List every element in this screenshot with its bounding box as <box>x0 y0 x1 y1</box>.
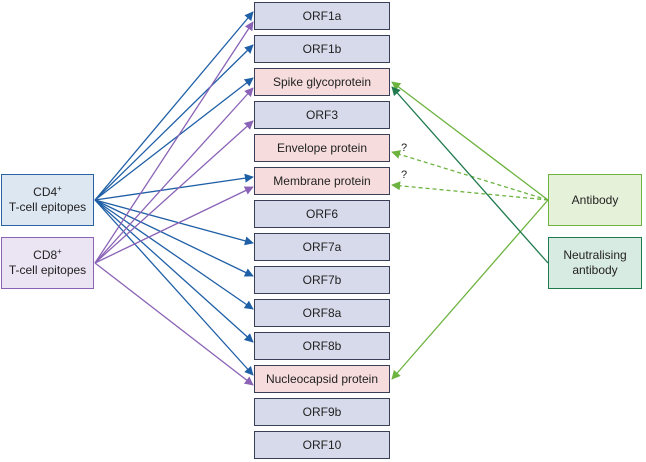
neutralising-antibody-box: Neutralising antibody <box>548 237 642 289</box>
arrow-cd8-to-membrane <box>94 186 254 264</box>
protein-membrane-label: Membrane protein <box>273 173 371 188</box>
protein-orf6-label: ORF6 <box>305 206 338 221</box>
protein-orf6: ORF6 <box>254 200 390 228</box>
protein-orf1b-label: ORF1b <box>302 41 342 56</box>
protein-orf7a-label: ORF7a <box>302 239 342 254</box>
protein-orf9b-label: ORF9b <box>302 404 342 419</box>
arrow-cd8-to-nucleocapsid <box>94 262 254 386</box>
envelope-question-mark: ? <box>401 142 408 154</box>
protein-orf8a-label: ORF8a <box>302 305 342 320</box>
protein-spike: Spike glycoprotein <box>254 68 390 96</box>
cd4-superscript: + <box>57 184 62 193</box>
neutralising-antibody-line2: antibody <box>572 263 618 277</box>
arrow-cd4-to-orf1b <box>94 44 254 201</box>
protein-orf10: ORF10 <box>254 431 390 459</box>
protein-orf1b: ORF1b <box>254 35 390 63</box>
protein-orf7b: ORF7b <box>254 266 390 294</box>
neutralising-antibody-line1: Neutralising <box>563 248 627 262</box>
arrow-cd8-to-spike <box>94 87 254 264</box>
protein-orf10-label: ORF10 <box>302 437 342 452</box>
cd8-subtitle: T-cell epitopes <box>8 263 87 277</box>
protein-orf8b: ORF8b <box>254 332 390 360</box>
arrow-cd4-to-orf8a <box>94 199 254 310</box>
arrow-cd4-to-orf7a <box>94 199 254 246</box>
cd4-epitopes-box: CD4+ T-cell epitopes <box>1 174 94 226</box>
arrow-antibody-to-nucleocapsid <box>391 199 549 380</box>
antibody-label: Antibody <box>571 192 619 207</box>
protein-orf7b-label: ORF7b <box>302 272 342 287</box>
arrow-antibody-uncertain-to-membrane <box>391 181 549 201</box>
arrow-antibody-uncertain-to-envelope <box>391 150 549 201</box>
protein-envelope-label: Envelope protein <box>276 140 368 155</box>
protein-orf8a: ORF8a <box>254 299 390 327</box>
arrow-cd4-to-spike <box>94 77 254 201</box>
cd4-subtitle: T-cell epitopes <box>8 200 87 214</box>
arrow-cd4-to-membrane <box>94 173 254 201</box>
protein-orf1a-label: ORF1a <box>302 8 342 23</box>
protein-orf9b: ORF9b <box>254 398 390 426</box>
cd8-superscript: + <box>57 247 62 256</box>
protein-orf8b-label: ORF8b <box>302 338 342 353</box>
protein-orf1a: ORF1a <box>254 2 390 30</box>
protein-orf7a: ORF7a <box>254 233 390 261</box>
antibody-box: Antibody <box>548 174 642 226</box>
protein-membrane: Membrane protein <box>254 167 390 195</box>
arrow-cd4-to-orf7b <box>94 199 254 277</box>
arrow-cd4-to-nucleocapsid <box>94 199 254 376</box>
protein-nucleocapsid: Nucleocapsid protein <box>254 365 390 393</box>
membrane-question-mark: ? <box>401 169 408 181</box>
protein-nucleocapsid-label: Nucleocapsid protein <box>265 371 379 386</box>
arrow-cd8-to-orf1a <box>94 21 254 264</box>
cd8-epitopes-box: CD8+ T-cell epitopes <box>1 237 94 289</box>
arrow-antibody-to-spike <box>391 81 549 201</box>
arrow-cd8-to-orf3 <box>94 120 254 264</box>
protein-orf3-label: ORF3 <box>305 107 338 122</box>
protein-spike-label: Spike glycoprotein <box>272 74 372 89</box>
cd4-label: CD4 <box>33 185 58 199</box>
cd8-label: CD8 <box>33 248 58 262</box>
arrow-neutralising-to-spike <box>391 86 549 264</box>
protein-envelope: Envelope protein <box>254 134 390 162</box>
arrow-cd4-to-orf1a <box>94 11 254 201</box>
protein-orf3: ORF3 <box>254 101 390 129</box>
